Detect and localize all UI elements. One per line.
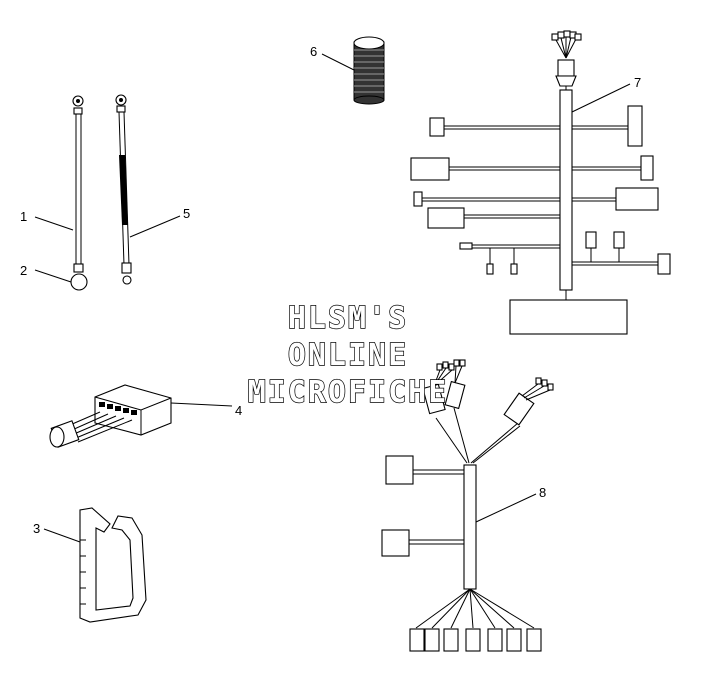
part-4-connector (49, 384, 172, 448)
callout-4: 4 (235, 403, 242, 418)
part-8-harness (381, 359, 554, 652)
watermark: HLSM'S ONLINE MICROFICHE (247, 300, 449, 410)
callout-2: 2 (20, 263, 27, 278)
part-1-cable (72, 95, 84, 273)
callout-1: 1 (20, 209, 27, 224)
part-3-clip (79, 507, 147, 623)
part-5-cable (115, 94, 132, 285)
callout-5: 5 (183, 206, 190, 221)
leader-lines (34, 53, 631, 543)
part-7-harness (410, 30, 671, 335)
part-2-ball-end (70, 273, 88, 291)
watermark-line-3: MICROFICHE (248, 375, 449, 410)
watermark-line-1: HLSM'S (288, 301, 408, 336)
callout-7: 7 (634, 75, 641, 90)
callout-8: 8 (539, 485, 546, 500)
part-6-coil (353, 36, 385, 105)
callout-3: 3 (33, 521, 40, 536)
callout-6: 6 (310, 44, 317, 59)
watermark-line-2: ONLINE (288, 338, 408, 373)
